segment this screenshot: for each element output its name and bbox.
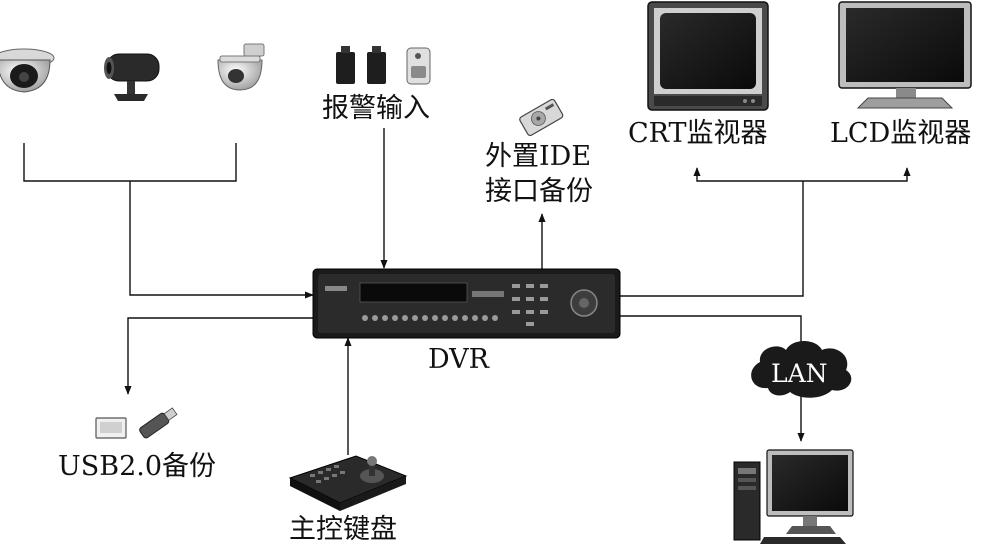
desktop-pc-icon <box>733 449 854 544</box>
crt-monitor-label: CRT监视器 <box>628 118 768 149</box>
lan-label: LAN <box>771 359 828 388</box>
crt-monitor-icon <box>647 1 769 111</box>
monitor-bracket-line <box>693 167 911 182</box>
dvr-to-lan-line <box>620 315 802 352</box>
usb-backup-label: USB2.0备份 <box>58 451 217 482</box>
hard-disk-icon <box>519 98 564 137</box>
external-ide-label-line2: 接口备份 <box>485 176 593 207</box>
keyboard-controller-icon <box>288 455 408 511</box>
sd-card-icon <box>95 417 127 439</box>
external-ide-label-line1: 外置IDE <box>485 141 592 172</box>
dvr-front-buttons <box>362 284 548 326</box>
usb-flash-drive-icon <box>139 407 178 439</box>
alarm-input-label: 报警输入 <box>322 93 430 124</box>
connection-lines <box>23 128 911 455</box>
dvr-label: DVR <box>428 344 490 375</box>
alarm-sensor-icons <box>336 46 431 85</box>
speed-dome-camera-icon <box>217 43 265 91</box>
bullet-camera-icon <box>104 53 160 101</box>
dvr-to-usb-line <box>124 317 313 395</box>
dvr-device-icon <box>312 268 621 339</box>
lcd-monitor-icon <box>838 1 972 109</box>
main-keyboard-label: 主控键盘 <box>289 514 397 545</box>
dome-camera-icon <box>0 48 55 93</box>
lcd-monitor-label: LCD监视器 <box>830 118 972 149</box>
dvr-to-monitors-line <box>620 181 804 297</box>
cameras-to-dvr-line <box>129 181 314 299</box>
lan-cloud-icon <box>751 341 852 398</box>
camera-bracket-line <box>23 143 237 182</box>
